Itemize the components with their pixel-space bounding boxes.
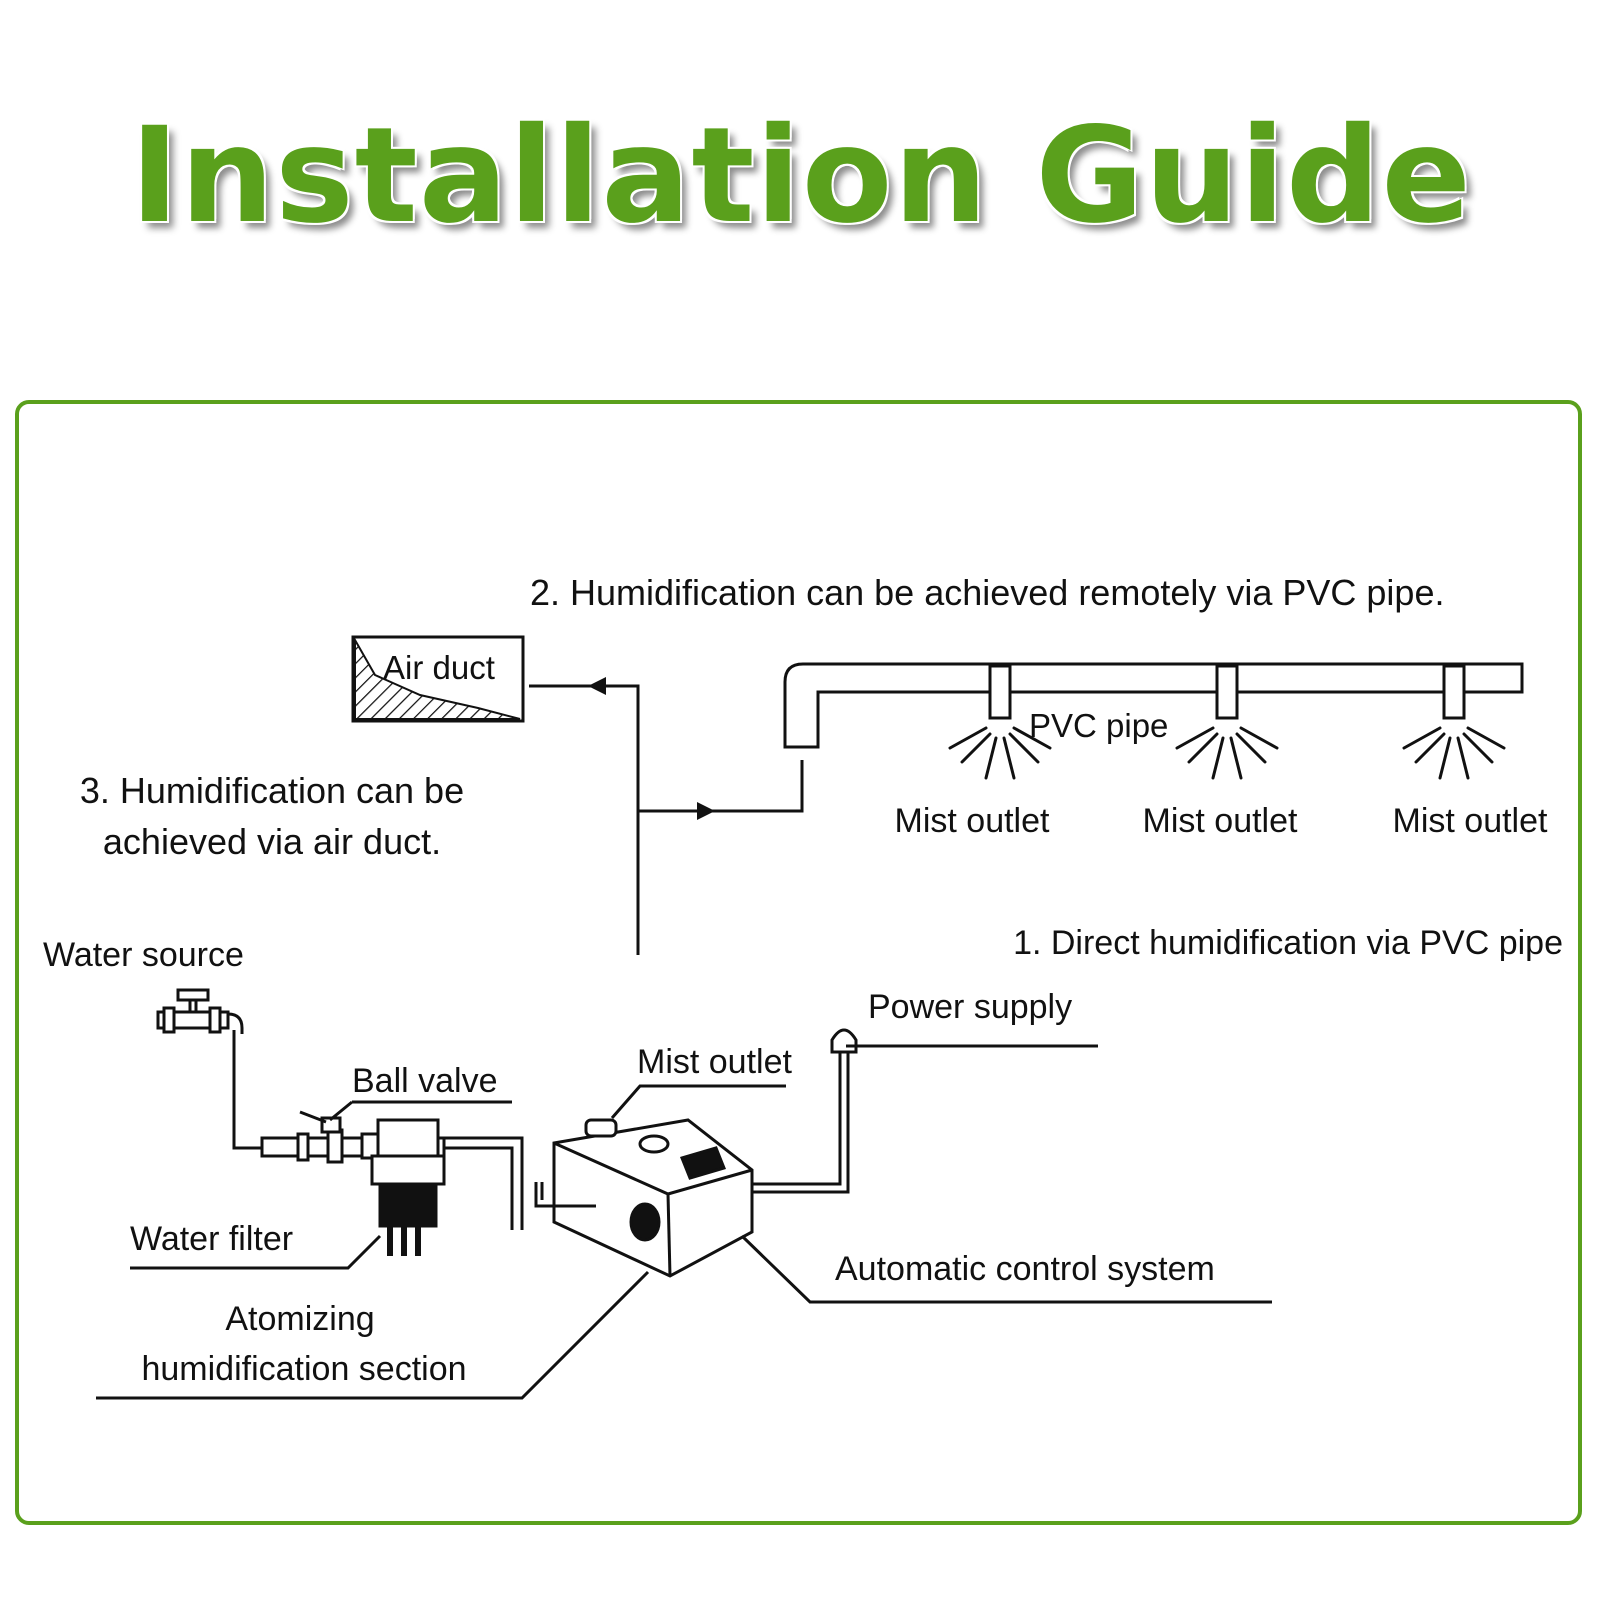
mist-spray-icon	[1402, 726, 1506, 780]
faucet-icon	[156, 988, 244, 1034]
mist-outlet-label: Mist outlet	[895, 802, 1050, 840]
unit-mist-outlet-leader	[610, 1084, 786, 1119]
arrow-to-air-duct-icon	[588, 677, 606, 695]
humidifier-unit-icon	[534, 1118, 754, 1278]
arrow-to-pvc-icon	[697, 802, 715, 820]
ball-valve-leader	[329, 1100, 353, 1122]
automatic-control-leader	[740, 1234, 1272, 1304]
page-title: Installation Guide	[130, 99, 1472, 253]
mist-outlet-label: Mist outlet	[1143, 802, 1298, 840]
unit-mist-outlet-label: Mist outlet	[637, 1043, 792, 1081]
air-duct-icon	[351, 635, 525, 723]
water-line	[232, 1030, 524, 1230]
diagram-frame	[15, 400, 1582, 1525]
water-filter-icon	[360, 1118, 446, 1256]
atomizing-label-line1: Atomizing	[225, 1300, 374, 1338]
atomizing-leader	[96, 1270, 650, 1400]
water-filter-leader	[130, 1234, 382, 1270]
air-duct-caption-line2: achieved via air duct.	[103, 821, 441, 862]
ball-valve-icon	[260, 1110, 364, 1164]
power-supply-label: Power supply	[868, 988, 1072, 1026]
automatic-control-label: Automatic control system	[835, 1250, 1215, 1288]
water-source-label: Water source	[43, 936, 244, 974]
water-filter-label: Water filter	[130, 1220, 293, 1258]
remote-pvc-caption: 2. Humidification can be achieved remote…	[530, 572, 1444, 613]
air-duct-label: Air duct	[383, 649, 495, 686]
direct-pvc-caption: 1. Direct humidification via PVC pipe	[1013, 924, 1563, 962]
mist-outlet-label: Mist outlet	[1393, 802, 1548, 840]
pvc-pipe-label: PVC pipe	[1029, 707, 1168, 744]
power-cable	[752, 1028, 858, 1194]
mist-spray-icon	[948, 726, 1052, 780]
mist-spray-icon	[1175, 726, 1279, 780]
air-duct-caption-line1: 3. Humidification can be	[80, 770, 464, 811]
ball-valve-label: Ball valve	[352, 1062, 498, 1100]
connection-lines	[529, 684, 804, 955]
atomizing-label-line2: humidification section	[141, 1350, 466, 1388]
pvc-pipe-icon	[783, 662, 1524, 749]
